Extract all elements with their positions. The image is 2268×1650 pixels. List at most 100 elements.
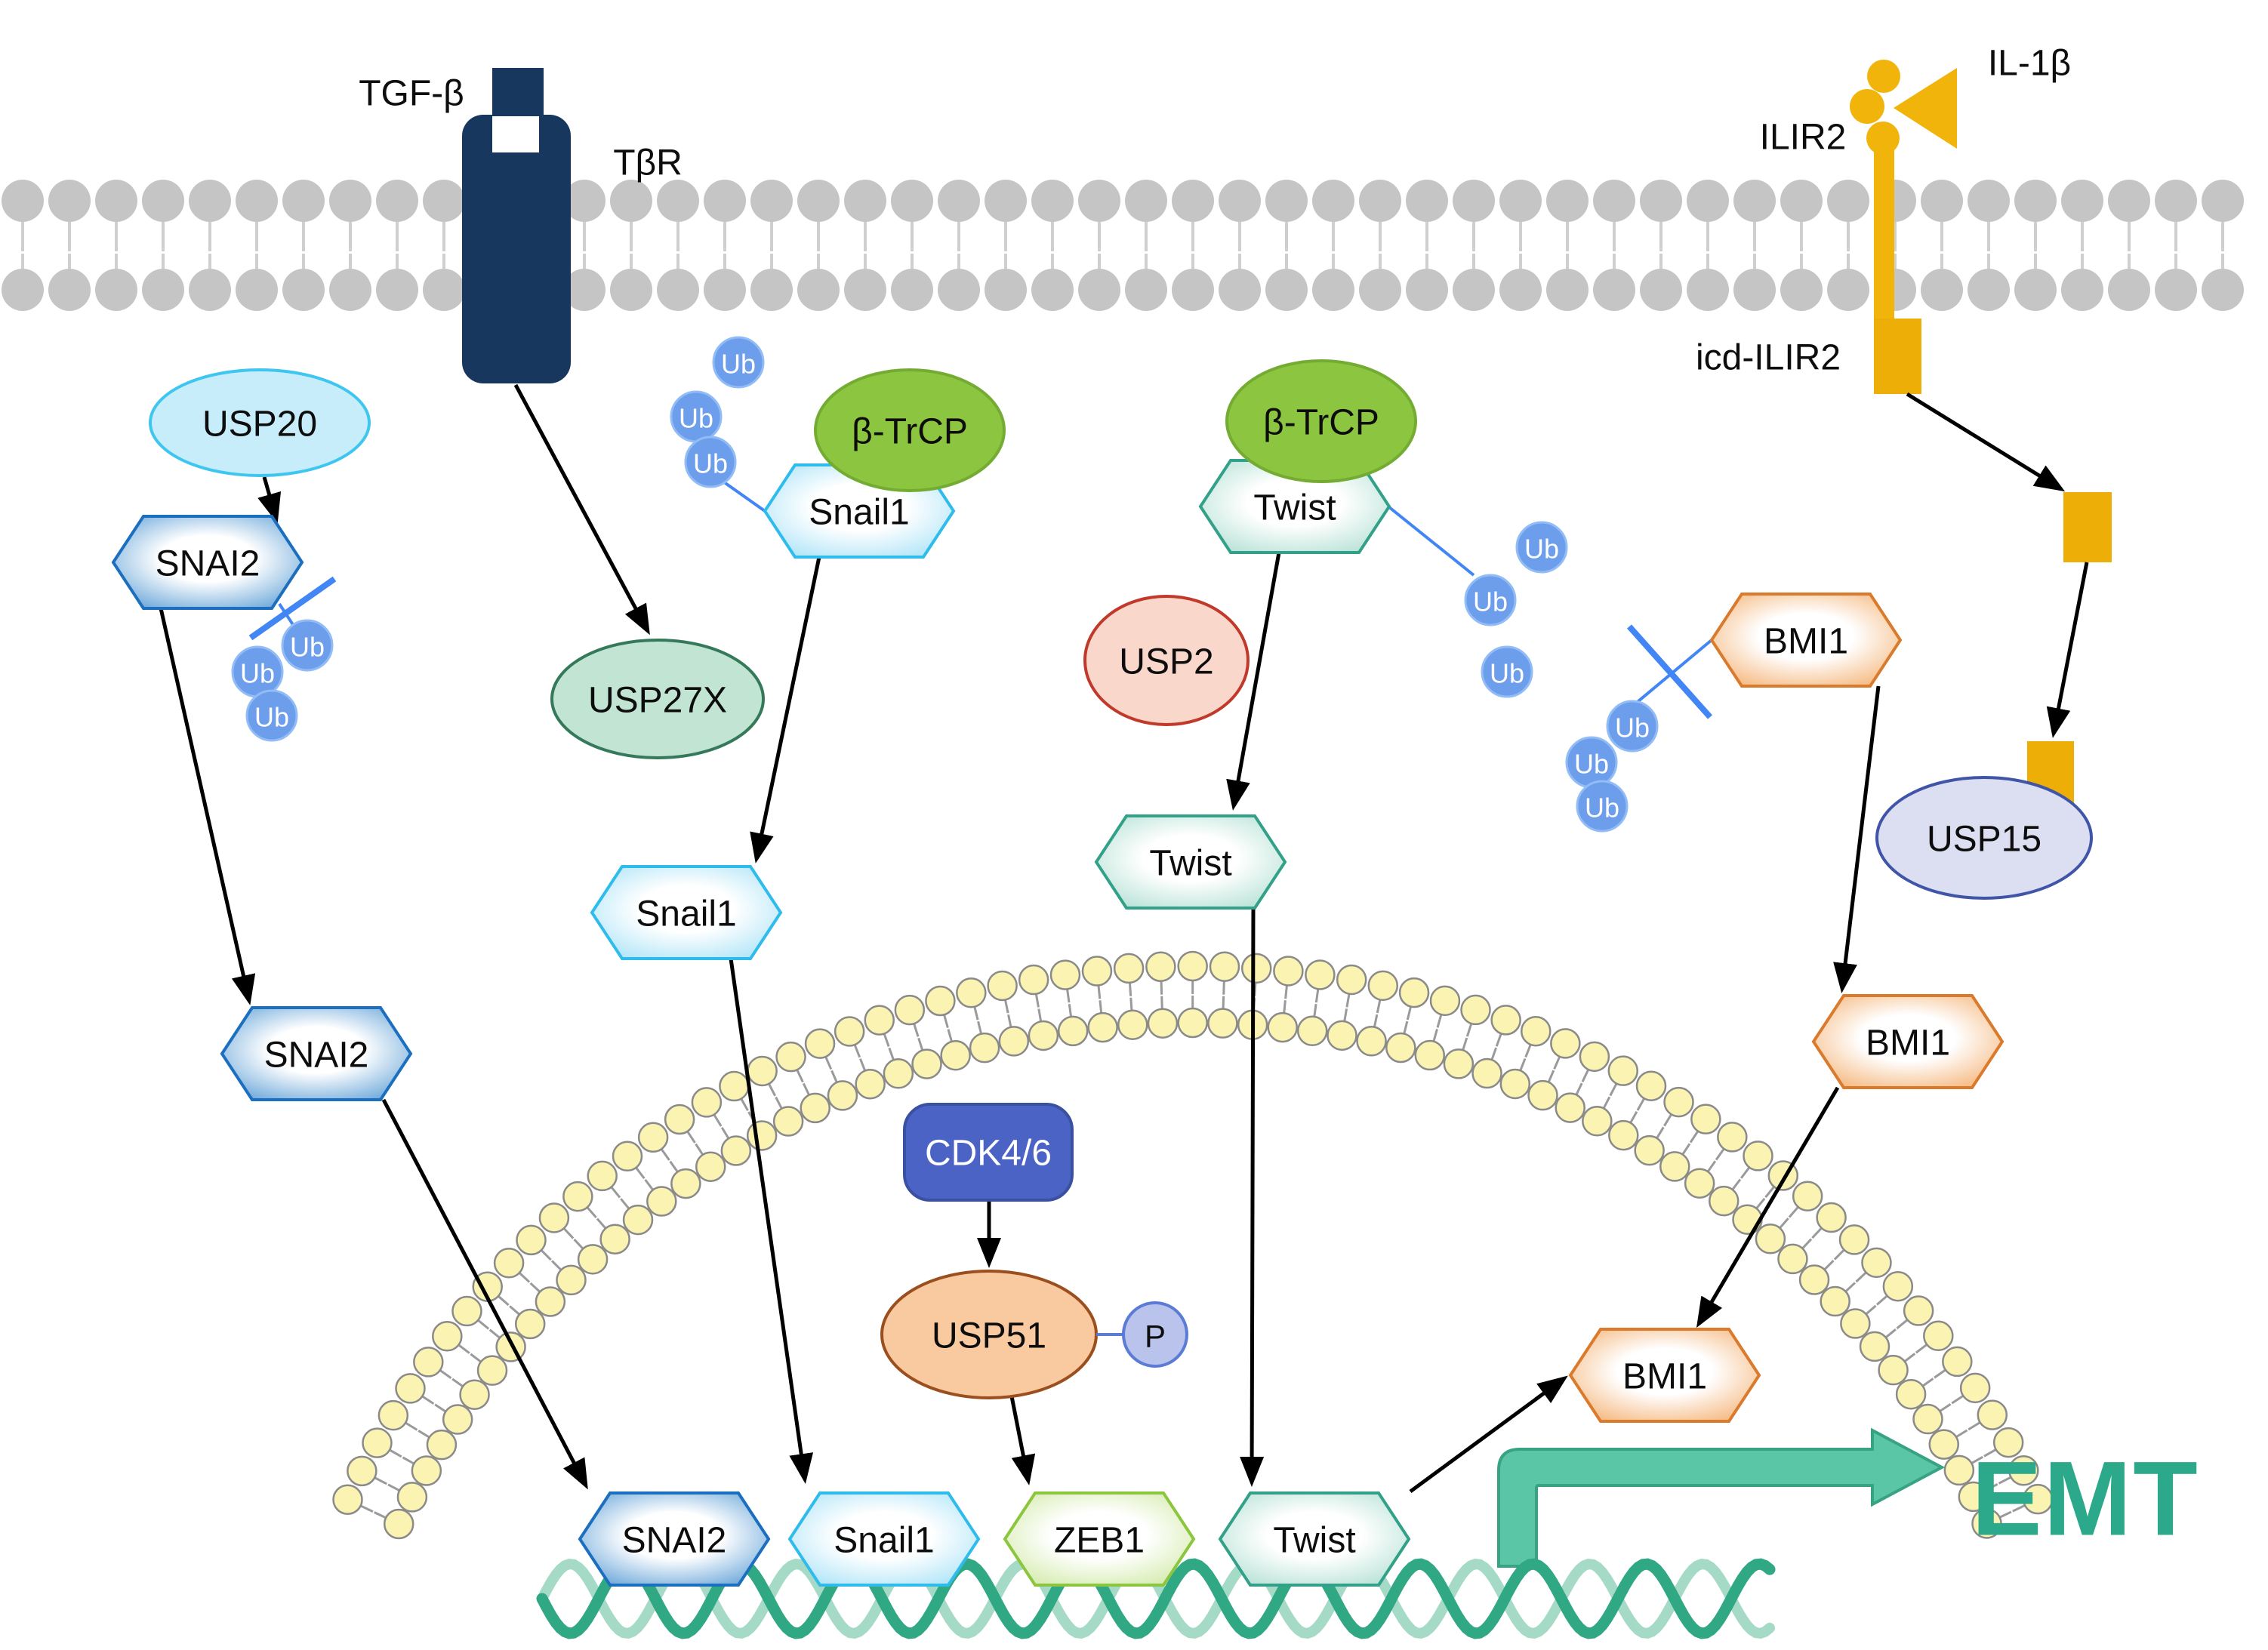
icd-ilir2-domain [1874,319,1921,394]
ilir2-fragment [2063,492,2112,562]
node-bmi1-free [1811,994,2005,1089]
arrow-icd-to-fragment [1906,392,2066,492]
arrow-twist-to-bmi1 [1409,1375,1568,1494]
ub-connector [1623,639,1713,714]
node-label: Twist [1253,488,1336,528]
tgfb-label: TGF-β [359,74,464,114]
node-label: BMI1 [1866,1024,1950,1064]
ilir2-domain-circle [1866,122,1900,155]
ub-chain-snail1: Ub Ub Ub [670,336,765,488]
node-label: SNAI2 [264,1036,369,1076]
node-label: CDK4/6 [925,1134,1052,1174]
nuclear-envelope [332,950,2054,1540]
node-label: USP51 [932,1316,1046,1356]
arrow-bmi1-to-nucleus [1696,1086,1840,1328]
ub-label: Ub [1574,749,1609,780]
node-zeb1-dna [1003,1491,1196,1587]
ub-connector [1388,506,1475,577]
ub-label: Ub [721,349,756,380]
phospho-badge [1122,1301,1188,1368]
ub-label: Ub [290,632,325,663]
ub-label: Ub [254,702,289,733]
node-snai2-dna [578,1491,771,1587]
ub-label: Ub [679,403,713,434]
phospho-label: P [1145,1319,1166,1354]
tbr-receptor-body [462,115,571,383]
ilir2-domain-circle [1850,89,1884,124]
node-twist-ubiquitinated [1198,459,1391,554]
node-usp15 [1875,776,2093,900]
tgfb-receptor-group [462,68,571,383]
arrow-twist-to-twist [1226,552,1281,811]
ub-label: Ub [1585,793,1619,823]
node-label: Snail1 [636,894,736,934]
arrow-snai2-to-dna [381,1098,588,1490]
ub-label: Ub [1473,586,1508,617]
ilir2-label: ILIR2 [1760,118,1847,158]
ub-chain-snai2: Ub Ub Ub [231,619,334,742]
arrow-usp20-to-snai2 [257,476,282,524]
ilir2-domain-circle [1867,60,1900,93]
tbr-notch [492,115,539,152]
ub-label: Ub [1524,534,1559,565]
inhibition-slash [1627,624,1712,719]
node-label: SNAI2 [156,544,260,584]
emt-label: EMT [1971,1439,2199,1558]
il1b-label: IL-1β [1988,44,2071,84]
il1b-ligand-icon [1894,68,1957,149]
node-label: SNAI2 [622,1521,727,1561]
arrow-snai2-to-snai2 [159,608,256,1005]
node-label: β-TrCP [852,412,968,452]
ellipse-nodes: USP20 β-TrCP β-TrCP USP27X USP2 USP15 US… [149,359,2093,1399]
node-twist-free [1094,814,1287,910]
node-usp2 [1083,595,1250,726]
node-label: β-TrCP [1263,403,1379,443]
node-usp20 [149,368,371,477]
node-label: Twist [1273,1521,1355,1561]
node-snai2-free [220,1006,413,1101]
ilir2-receptor-group [1850,60,1957,394]
node-label: Snail1 [809,493,909,533]
arrow-twist-to-dna [1240,907,1265,1487]
arrow-usp51-to-zeb1 [1009,1396,1036,1485]
ub-label: Ub [693,448,728,479]
node-btrcp-twist [1225,359,1417,483]
node-bmi1-inhibited [1709,593,1903,688]
plasma-membrane [2,180,2244,311]
ub-label: Ub [1615,713,1650,743]
node-label: USP20 [202,405,317,445]
node-snail1-dna [787,1491,981,1587]
inhibition-slash [248,576,337,641]
ub-label: Ub [1490,658,1524,689]
node-twist-dna [1218,1491,1411,1587]
node-label: BMI1 [1764,622,1848,662]
node-label: Twist [1149,844,1231,884]
arrow-snail1-to-dna [729,958,814,1484]
ub-chain-bmi1: Ub Ub Ub [1565,700,1659,833]
node-label: BMI1 [1622,1357,1707,1397]
tbr-label: TβR [613,143,683,183]
node-cdk46 [903,1103,1074,1202]
ub-connector [720,479,766,513]
annotations: TGF-β TβR ILIR2 IL-1β icd-ILIR2 EMT [359,44,2199,1558]
pathway-arrows [159,383,2089,1494]
arrow-tbr-to-usp27x [513,383,650,636]
node-label: USP15 [1927,820,2042,860]
icd-ilir2-label: icd-ILIR2 [1696,338,1841,378]
ubiquitin-links [248,479,1713,719]
node-btrcp-snail1 [814,368,1006,492]
arrow-fragment-to-usp15 [2046,562,2089,738]
arrow-snail1-to-snail1 [750,556,821,863]
ilir2-stem [1874,148,1894,325]
tgfb-ligand-icon [492,68,544,116]
node-label: ZEB1 [1054,1521,1145,1561]
node-label: USP2 [1119,642,1213,682]
node-label: Snail1 [834,1521,934,1561]
node-snai2-cytoplasm [111,515,304,610]
node-snail1-free [590,865,783,960]
ub-chain-twist: Ub Ub Ub [1464,521,1568,698]
emt-arrow [1497,1427,1946,1568]
node-bmi1-nuclear [1568,1328,1761,1423]
